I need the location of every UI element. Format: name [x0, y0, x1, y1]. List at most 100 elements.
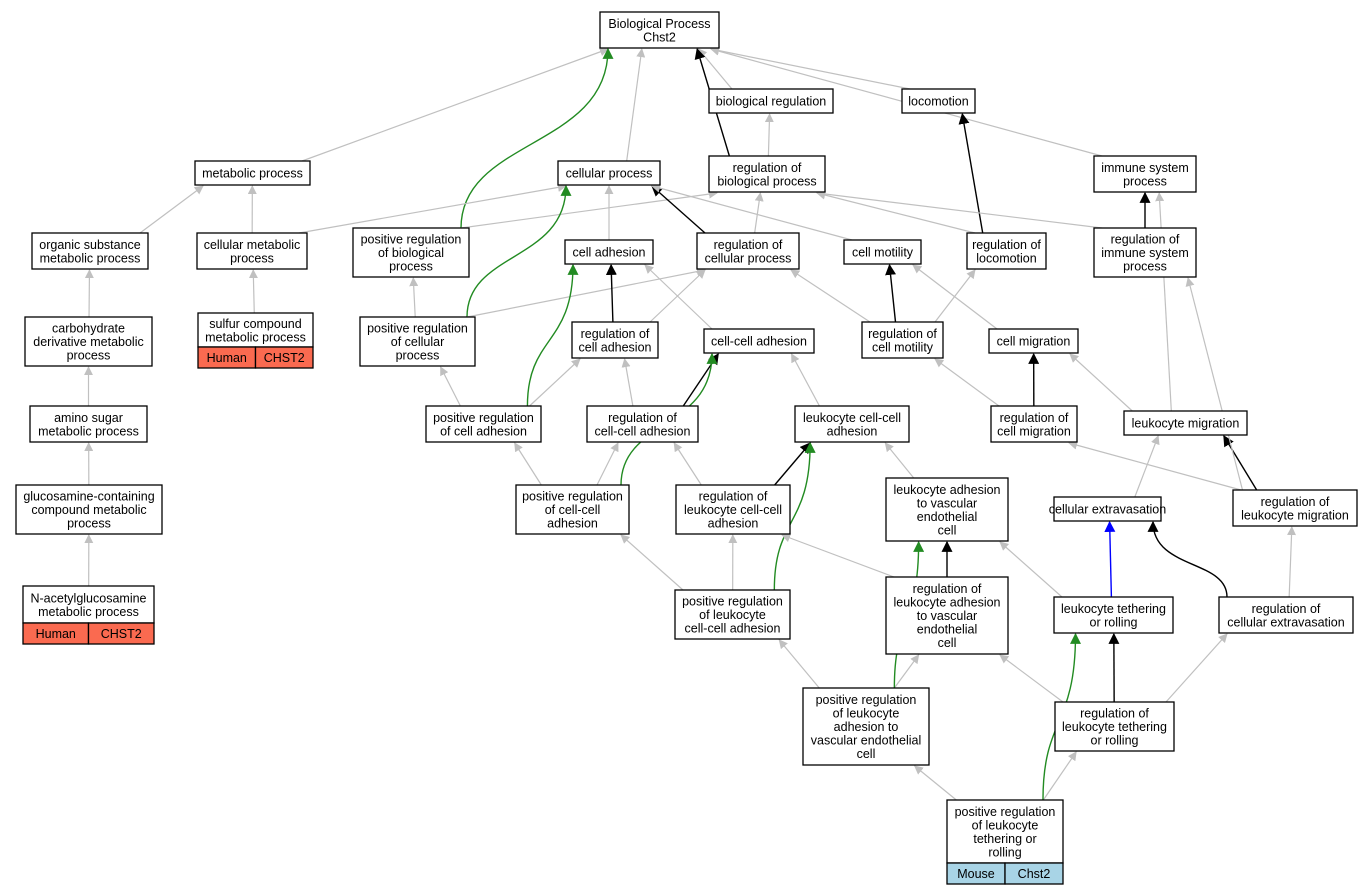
- term-label-line: rolling: [988, 845, 1021, 859]
- term-label-line: positive regulation: [361, 233, 462, 247]
- term-label-line: endothelial: [917, 623, 977, 637]
- term-box: [425, 405, 542, 443]
- term-label-line: metabolic process: [202, 167, 303, 181]
- term-node-cellproc[interactable]: cellular process: [557, 160, 661, 186]
- edge-regcellmig-to-regcellmot: [934, 358, 1000, 407]
- term-label-line: biological process: [717, 174, 816, 188]
- term-label-line: cell-cell adhesion: [685, 622, 781, 636]
- term-box: [515, 484, 630, 535]
- edge-cca-to-celladh: [644, 264, 713, 330]
- term-label-line: tethering or: [973, 832, 1036, 846]
- term-label-line: vascular endothelial: [811, 734, 922, 748]
- svg-text:Chst2: Chst2: [1018, 867, 1051, 881]
- term-label-line: cell: [938, 636, 957, 650]
- term-box: [1053, 496, 1162, 522]
- term-label-line: regulation of: [1261, 495, 1330, 509]
- edge-leukmig-to-immune: [1155, 192, 1172, 412]
- edge-posregleukvasc-to-posreglcca: [778, 639, 820, 689]
- term-box: [15, 484, 163, 535]
- edge-leukvasc-to-lcca: [884, 442, 915, 479]
- term-label-line: cell adhesion: [573, 246, 646, 260]
- edge-metabolic-to-root: [301, 47, 609, 162]
- term-label-line: cell motility: [872, 340, 934, 354]
- edge-regcca-to-regcelladh: [621, 358, 634, 407]
- term-label-line: leukocyte tethering: [1061, 602, 1166, 616]
- edge-regcca-to-cca: [682, 353, 719, 407]
- edge-reglcca-to-regcca: [673, 442, 702, 486]
- term-node-cca[interactable]: cell-cell adhesion: [703, 328, 815, 354]
- term-label-line: regulation of: [1080, 707, 1149, 721]
- term-label-line: of leukocyte: [833, 707, 900, 721]
- term-box: [675, 484, 791, 535]
- term-label-line: metabolic process: [38, 424, 139, 438]
- term-label-line: cell adhesion: [579, 340, 652, 354]
- term-box: [586, 405, 699, 443]
- term-node-leukmig[interactable]: leukocyte migration: [1123, 410, 1248, 436]
- term-label-line: regulation of: [699, 490, 768, 504]
- term-label-line: cellular process: [705, 251, 792, 265]
- term-box: [571, 321, 659, 359]
- edge-posregcelladh-to-regcelladh: [529, 358, 581, 407]
- edge-posregcelladh-to-posregcellproc: [440, 366, 461, 407]
- term-box: [22, 585, 155, 624]
- term-label-line: leukocyte cell-cell: [684, 503, 782, 517]
- edge-posregcca-to-posregcelladh: [514, 442, 542, 486]
- edge-extrav-to-leukmig: [1134, 435, 1160, 498]
- edge-cellproc-to-root: [626, 48, 646, 162]
- term-label-line: regulation of: [714, 238, 783, 252]
- term-node-locomotion[interactable]: locomotion: [901, 88, 976, 114]
- term-box: [885, 576, 1009, 655]
- edge-posregcellproc-to-posregbio: [409, 277, 419, 318]
- edge-cellmig-to-cellmot: [912, 264, 998, 330]
- term-node-celladh[interactable]: cell adhesion: [564, 239, 654, 265]
- svg-text:Human: Human: [36, 627, 76, 641]
- term-node-cellmig[interactable]: cell migration: [988, 328, 1079, 354]
- edge-locomotion-to-root: [710, 46, 911, 90]
- term-label-line: process: [1123, 174, 1167, 188]
- edge-regleukmig-to-leukmig: [1223, 435, 1258, 491]
- term-node-cellmot[interactable]: cell motility: [843, 239, 922, 265]
- term-node-extrav[interactable]: cellular extravasation: [1049, 496, 1166, 522]
- edge-posregcellproc-to-regcellproc: [466, 267, 706, 318]
- term-box: [988, 328, 1079, 354]
- term-box: [352, 227, 470, 278]
- term-box: [990, 405, 1078, 443]
- term-node-metabolic[interactable]: metabolic process: [194, 160, 311, 186]
- term-label-line: positive regulation: [522, 490, 623, 504]
- term-node-bioreg[interactable]: biological regulation: [708, 88, 834, 114]
- edge-regcellproc-to-cellproc: [651, 185, 706, 234]
- term-label-line: process: [396, 349, 440, 363]
